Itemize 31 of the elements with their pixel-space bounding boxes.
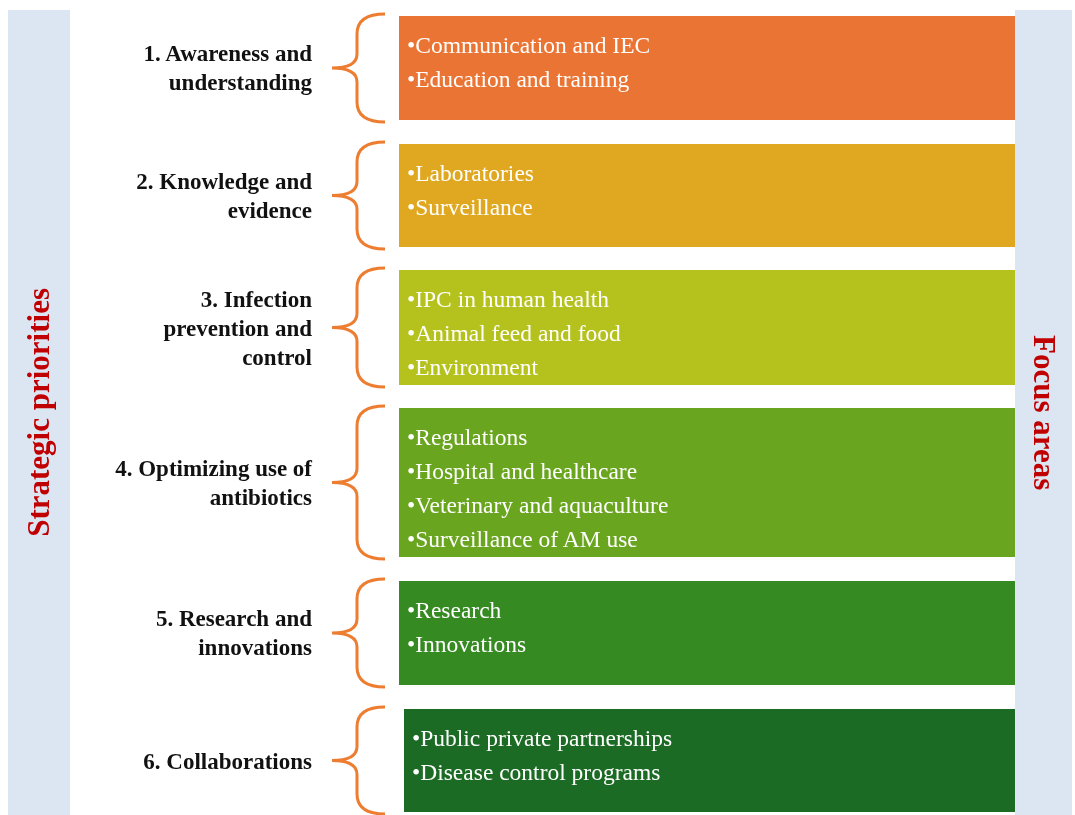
bullet-item: •Disease control programs — [412, 758, 662, 787]
bullet-item: •Innovations — [407, 630, 528, 659]
priority-label: 5. Research and innovations — [154, 605, 312, 662]
priority-label: 2. Knowledge and evidence — [135, 167, 312, 225]
focus-area-box — [399, 581, 1015, 685]
priority-label: 4. Optimizing use of antibiotics — [114, 454, 312, 512]
side-band — [1015, 10, 1072, 815]
bullet-item: •Education and training — [407, 65, 631, 94]
bullet-item: •Laboratories — [407, 159, 535, 188]
band-title: Focus areas — [1025, 334, 1062, 491]
focus-area-box — [399, 270, 1015, 385]
bullet-item: •Surveillance — [407, 193, 534, 222]
band-title: Strategic priorities — [21, 288, 57, 537]
side-band — [8, 10, 70, 815]
bullet-item: •Public private partnerships — [412, 724, 674, 753]
bullet-item: •Veterinary and aquaculture — [407, 491, 670, 520]
focus-area-box — [399, 144, 1015, 247]
bullet-item: •Research — [407, 596, 503, 625]
bullet-item: •Surveillance of AM use — [407, 525, 639, 554]
focus-area-box — [404, 709, 1015, 812]
focus-area-box — [399, 16, 1015, 120]
bullet-item: •Communication and IEC — [407, 31, 652, 60]
focus-area-box — [399, 408, 1015, 557]
bullet-item: •Animal feed and food — [407, 319, 622, 348]
bullet-item: •Regulations — [407, 423, 529, 452]
bullet-item: •Environment — [407, 353, 539, 382]
priority-label: 6. Collaborations — [142, 747, 312, 775]
bullet-item: •Hospital and healthcare — [407, 457, 639, 486]
priority-label: 1. Awareness and understanding — [142, 40, 312, 97]
bullet-item: •IPC in human health — [407, 285, 611, 314]
priority-label: 3. Infection prevention and control — [162, 285, 312, 371]
